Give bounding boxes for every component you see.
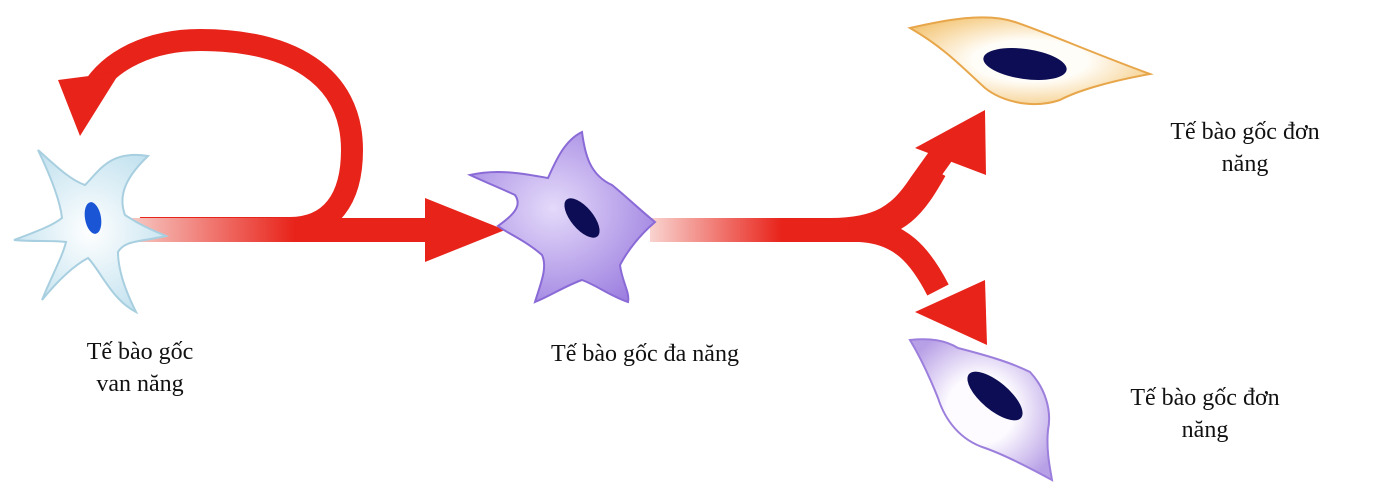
- totipotent-label-line1: Tế bào gốc: [86, 339, 194, 365]
- multipotent-cell: [466, 130, 657, 304]
- totipotent-cell-label: Tế bào gốc van năng: [40, 336, 240, 400]
- unipotent-top-label-line2: năng: [1221, 151, 1269, 177]
- unipotent-top-cell-label: Tế bào gốc đơn năng: [1140, 116, 1350, 180]
- arrowhead-down: [915, 280, 987, 345]
- branch-arrow: [650, 110, 987, 345]
- arrowhead-up: [915, 110, 986, 175]
- totipotent-label-line2: van năng: [96, 371, 184, 397]
- unipotent-bottom-label-line2: năng: [1181, 417, 1229, 443]
- multipotent-label-text: Tế bào gốc đa năng: [551, 341, 739, 367]
- self-renewal-arrow: [58, 28, 364, 239]
- arrow-to-multipotent: [130, 198, 505, 262]
- unipotent-cell-bottom: [908, 338, 1054, 482]
- unipotent-cell-top: [907, 16, 1154, 106]
- unipotent-top-label-line1: Tế bào gốc đơn: [1170, 119, 1320, 145]
- unipotent-bottom-label-line1: Tế bào gốc đơn: [1130, 385, 1280, 411]
- multipotent-cell-label: Tế bào gốc đa năng: [495, 338, 795, 370]
- unipotent-bottom-cell-label: Tế bào gốc đơn năng: [1090, 382, 1320, 446]
- totipotent-cell: [13, 149, 170, 315]
